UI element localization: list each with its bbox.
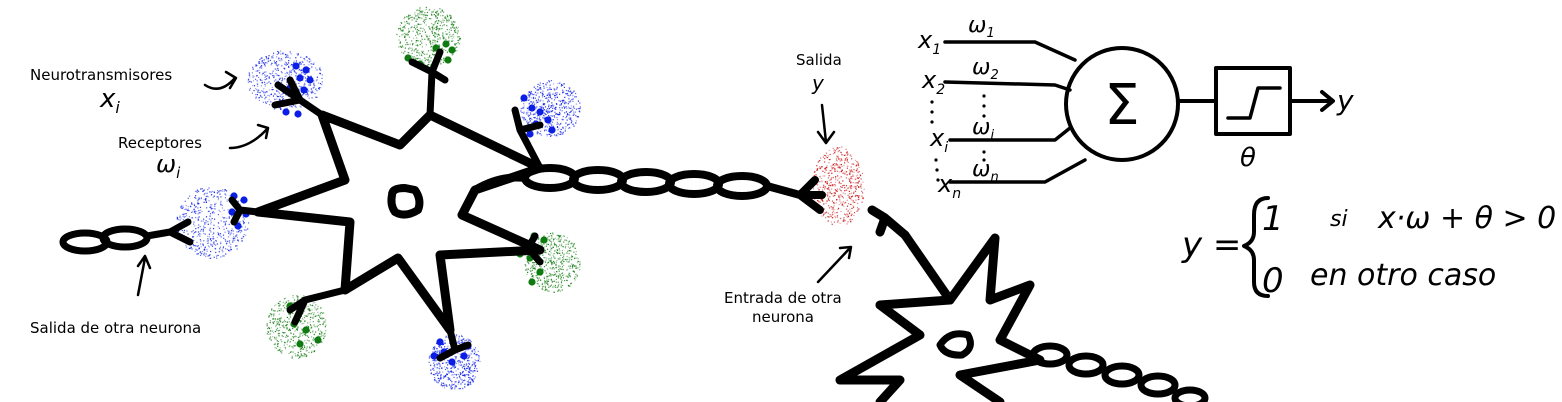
label-entrada-line2: neurona — [752, 308, 814, 326]
activation-formula: y = 1 si x·ω + θ > 0 0 en otro caso — [1181, 196, 1556, 301]
nucleus — [387, 184, 424, 219]
label-salida: Salida — [796, 51, 842, 69]
second-neuron — [835, 205, 1209, 402]
label-xi: xi — [99, 84, 120, 117]
weight-wn: ωn — [972, 157, 999, 185]
second-axon — [1029, 342, 1209, 402]
neurotransmitter-clouds — [176, 6, 865, 390]
output-arrow — [1288, 90, 1335, 112]
axon — [471, 164, 826, 214]
arrow-salida — [816, 103, 836, 145]
arrow-receptores — [228, 123, 270, 150]
incoming-axon — [59, 218, 194, 255]
perceptron: x1 x2 xi xn ω1 ω2 ωi ωn Σ θ y — [917, 13, 1354, 202]
input-xn: xn — [937, 170, 961, 202]
formula-case1-expr: x·ω + θ > 0 — [1377, 201, 1556, 236]
ellipsis-dots — [930, 94, 986, 182]
formula-lhs: y = — [1181, 225, 1241, 265]
sum-symbol: Σ — [1104, 73, 1139, 138]
output-y: y — [1336, 84, 1354, 117]
input-lines — [943, 40, 1087, 184]
formula-case2-cond: en otro caso — [1310, 258, 1496, 293]
weight-w2: ω2 — [972, 55, 999, 83]
cloud-red-synapse — [812, 146, 865, 225]
second-nucleus — [936, 330, 974, 359]
label-salida-y: y — [811, 71, 825, 95]
arrow-salida-otra — [136, 254, 152, 297]
input-x1: x1 — [917, 26, 941, 58]
formula-case1-si: si — [1330, 207, 1348, 232]
dendrites — [228, 48, 544, 362]
threshold-theta: θ — [1240, 143, 1256, 173]
input-xi: xi — [929, 124, 948, 156]
step-curve — [1226, 86, 1282, 120]
cloud-green-right — [524, 232, 581, 293]
main-neuron — [59, 48, 826, 362]
formula-case1-value: 1 — [1262, 199, 1284, 239]
weight-w1: ω1 — [968, 13, 995, 41]
formula-brace — [1242, 196, 1270, 298]
label-salida-otra-neurona: Salida de otra neurona — [30, 319, 201, 337]
arrow-entrada — [816, 245, 853, 284]
cloud-blue-upper-right — [520, 80, 581, 137]
vesicle-dots-0 — [282, 62, 314, 118]
sum-node — [1064, 46, 1180, 162]
label-entrada-line1: Entrada de otra — [724, 289, 842, 307]
soma-outline — [253, 110, 545, 335]
vesicle-dots-2 — [520, 94, 556, 138]
label-wi: ωi — [156, 150, 181, 182]
weight-wi: ωi — [972, 115, 994, 143]
label-receptores: Receptores — [118, 134, 202, 152]
arrow-neurotransmisores — [203, 70, 238, 90]
input-x2: x2 — [921, 66, 945, 98]
formula-case2-value: 0 — [1262, 261, 1284, 301]
label-neurotransmisores: Neurotransmisores — [30, 66, 172, 84]
